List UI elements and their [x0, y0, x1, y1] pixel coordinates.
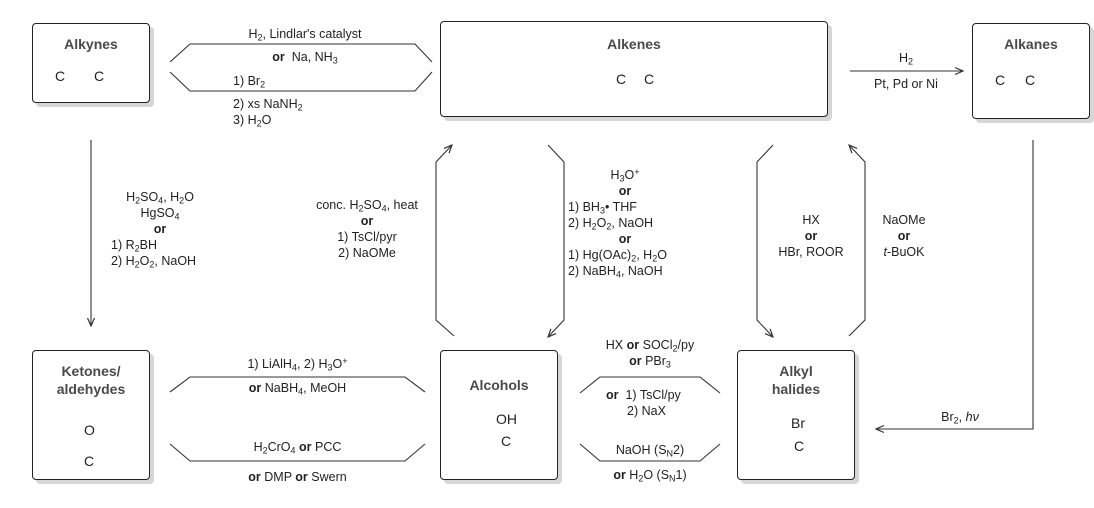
- cond-dehydration-line3: 1) TsCl/pyr: [337, 230, 397, 244]
- ketone-atom-o: O: [84, 422, 95, 438]
- cond-hydration-or2: or: [618, 232, 632, 246]
- cond-dehydration-or: or: [360, 214, 374, 228]
- halide-to-alkene-arrow: [849, 145, 866, 337]
- cond-halide-form-line3: or 1) TsCl/py: [606, 388, 681, 402]
- cond-dehydration-line4: 2) NaOMe: [338, 246, 396, 260]
- cond-hydration-line1: H3O+: [610, 166, 640, 184]
- alkyne-atom-c1: C: [55, 68, 66, 84]
- cond-hydration-line4: 2) H2O2, NaOH: [568, 216, 654, 232]
- alkene-to-alcohol-arrow: [548, 144, 565, 337]
- cond-alkene-alkyne-line3: 3) H2O: [233, 113, 272, 129]
- cond-elim-line3: t-BuOK: [883, 245, 925, 259]
- cond-halide-form-line1: HX or SOCl2/py: [605, 338, 695, 354]
- cond-alkyne-alkene-line1: H2, Lindlar's catalyst: [248, 27, 362, 43]
- alkanes-box: Alkanes: [972, 23, 1090, 119]
- cond-subst-line1: NaOH (SN2): [615, 443, 685, 459]
- halide-to-alcohol-arrow: [579, 443, 721, 462]
- cond-hx-line1: HX: [802, 213, 820, 227]
- cond-dehydration-line1: conc. H2SO4, heat: [316, 198, 418, 214]
- halide-atom-c: C: [794, 438, 805, 454]
- alcohols-box: Alcohols: [440, 350, 558, 480]
- alkane-atom-c1: C: [995, 72, 1006, 88]
- cond-hydration-line6: 1) Hg(OAc)2, H2O: [568, 248, 667, 264]
- cond-elim-or: or: [897, 229, 911, 243]
- cond-alkyne-ketone-line4: 1) R2BH: [111, 238, 158, 254]
- alkene-to-halide-arrow: [756, 144, 773, 337]
- alkane-to-halide-arrow: [876, 140, 1034, 429]
- cond-hydration-line7: 2) NaBH4, NaOH: [568, 264, 663, 280]
- cond-oxidation-line1: H2CrO4 or PCC: [253, 440, 342, 456]
- cond-halide-form-line2: or PBr3: [629, 354, 671, 370]
- alkanes-title: Alkanes: [1004, 36, 1058, 52]
- ketones-box: Ketones/ aldehydes: [32, 350, 150, 480]
- cond-reduction-line1: 1) LiAlH4, 2) H3O+: [247, 355, 348, 373]
- alkene-atom-c1: C: [616, 71, 627, 87]
- cond-hydration-line3: 1) BH3• THF: [568, 200, 637, 216]
- alcohol-to-halide-arrow: [579, 376, 721, 394]
- alcohol-to-alkene-arrow: [435, 145, 455, 337]
- cond-alkyne-alkene-line2: or Na, NH3: [272, 50, 338, 66]
- cond-elim-line1: NaOMe: [882, 213, 926, 227]
- ketone-atom-c: C: [84, 453, 95, 469]
- alkynes-title: Alkynes: [64, 36, 118, 52]
- cond-alkene-alkyne-line1: 1) Br2: [233, 74, 266, 90]
- cond-halide-form-line4: 2) NaX: [627, 404, 666, 418]
- cond-alkene-alkyne-line2: 2) xs NaNH2: [233, 97, 303, 113]
- alcohol-to-ketone-arrow: [169, 443, 426, 462]
- cond-reduction-line2: or NaBH4, MeOH: [248, 381, 347, 397]
- alkyl-halides-box: Alkyl halides: [737, 350, 855, 480]
- cond-subst-line2: or H2O (SN1): [613, 468, 687, 484]
- alcohol-atom-c: C: [501, 433, 512, 449]
- cond-hx-line3: HBr, ROOR: [778, 245, 844, 259]
- alkenes-box: Alkenes: [440, 21, 828, 117]
- cond-alkyne-ketone-line2: HgSO4: [140, 206, 180, 222]
- halide-atom-br: Br: [791, 415, 805, 431]
- alkene-to-alkyne-arrow: [169, 71, 433, 92]
- cond-alkyne-ketone-or: or: [153, 222, 167, 236]
- cond-oxidation-line2: or DMP or Swern: [248, 470, 347, 484]
- alcohols-title: Alcohols: [469, 377, 529, 393]
- alkynes-box: Alkynes: [32, 23, 150, 103]
- cond-hydration-or1: or: [618, 184, 632, 198]
- alcohol-atom-oh: OH: [496, 411, 517, 427]
- cond-alkane-h2: H2: [898, 51, 914, 67]
- cond-alkane-catalyst: Pt, Pd or Ni: [874, 77, 938, 91]
- alkyne-to-alkene-arrow: [169, 43, 433, 63]
- alkane-atom-c2: C: [1025, 72, 1036, 88]
- ketone-to-alcohol-arrow: [169, 376, 426, 393]
- alkyl-halides-title-line1: Alkyl: [779, 363, 813, 379]
- alkene-atom-c2: C: [644, 71, 655, 87]
- alkenes-title: Alkenes: [607, 36, 661, 52]
- cond-radical-halogenation: Br2, hν: [941, 410, 979, 426]
- ketones-title-line2: aldehydes: [56, 381, 126, 397]
- cond-alkyne-ketone-line5: 2) H2O2, NaOH: [111, 254, 197, 270]
- alkyne-atom-c2: C: [94, 68, 105, 84]
- cond-alkyne-ketone-line1: H2SO4, H2O: [126, 190, 194, 206]
- ketones-title-line1: Ketones/: [61, 363, 121, 379]
- alkyl-halides-title-line2: halides: [771, 381, 821, 397]
- cond-hx-or: or: [804, 229, 818, 243]
